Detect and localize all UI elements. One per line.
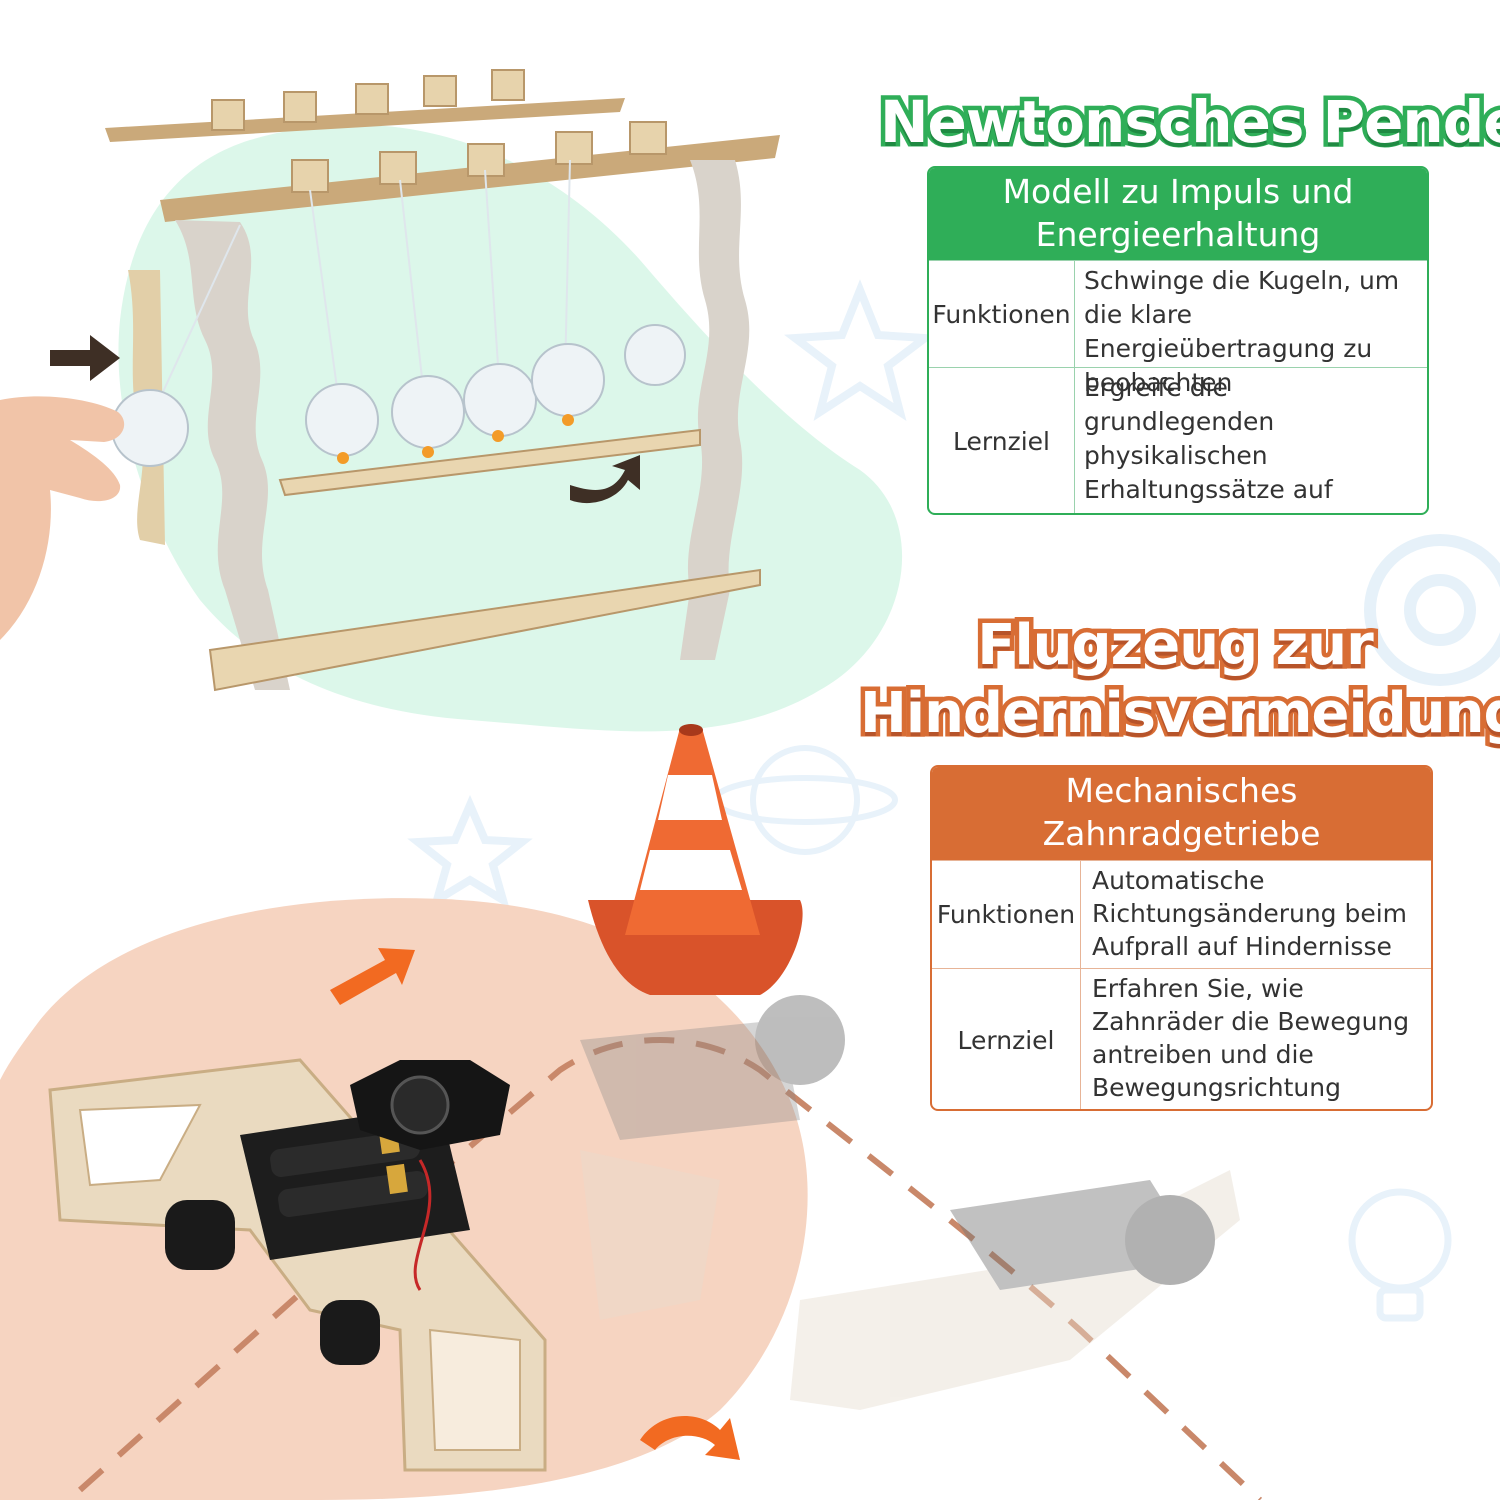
plane-info-table: Mechanisches Zahnradgetriebe Funktionen …	[930, 765, 1433, 1111]
table-row: Lernziel Erfahren Sie, wie Zahnräder die…	[932, 968, 1431, 1109]
plane-title-line1: Flugzeug zur	[973, 609, 1379, 683]
newtons-cradle-illustration	[0, 69, 780, 692]
background-gear-icon	[1364, 534, 1500, 686]
background-planet-icon	[712, 745, 898, 855]
background-bulb-icon	[1348, 1188, 1452, 1322]
hand-illustration	[0, 396, 125, 640]
background-star-icon	[407, 279, 936, 909]
table-row: Lernziel Ergreife die grundlegenden phys…	[929, 367, 1427, 513]
row-key: Funktionen	[932, 861, 1081, 968]
row-value: Automatische Richtungsänderung beim Aufp…	[1092, 866, 1408, 961]
row-key: Funktionen	[929, 261, 1075, 367]
plane-title-line2: Hindernisvermeidung	[856, 677, 1500, 751]
table-row: Funktionen Automatische Richtungsänderun…	[932, 860, 1431, 968]
row-key: Lernziel	[932, 969, 1081, 1109]
traffic-cone-illustration	[588, 724, 803, 995]
obstacle-plane-illustration	[48, 948, 1240, 1472]
motion-dashed-path	[78, 1037, 1263, 1500]
row-value: Erfahren Sie, wie Zahnräder die Bewegung…	[1092, 974, 1410, 1109]
row-value: Schwinge die Kugeln, um die klare Energi…	[1084, 266, 1400, 397]
plane-title: Flugzeug zur Hindernisvermeidung	[856, 609, 1500, 751]
pendulum-info-table: Modell zu Impuls und Energieerhaltung Fu…	[927, 166, 1429, 515]
pendulum-title: Newtonsches Pendel	[876, 84, 1500, 161]
row-value: Ergreife die grundlegenden physikalische…	[1084, 373, 1333, 513]
plane-table-header: Mechanisches Zahnradgetriebe	[932, 767, 1431, 860]
row-key: Lernziel	[929, 368, 1075, 513]
pendulum-table-header: Modell zu Impuls und Energieerhaltung	[929, 168, 1427, 260]
table-row: Funktionen Schwinge die Kugeln, um die k…	[929, 260, 1427, 397]
